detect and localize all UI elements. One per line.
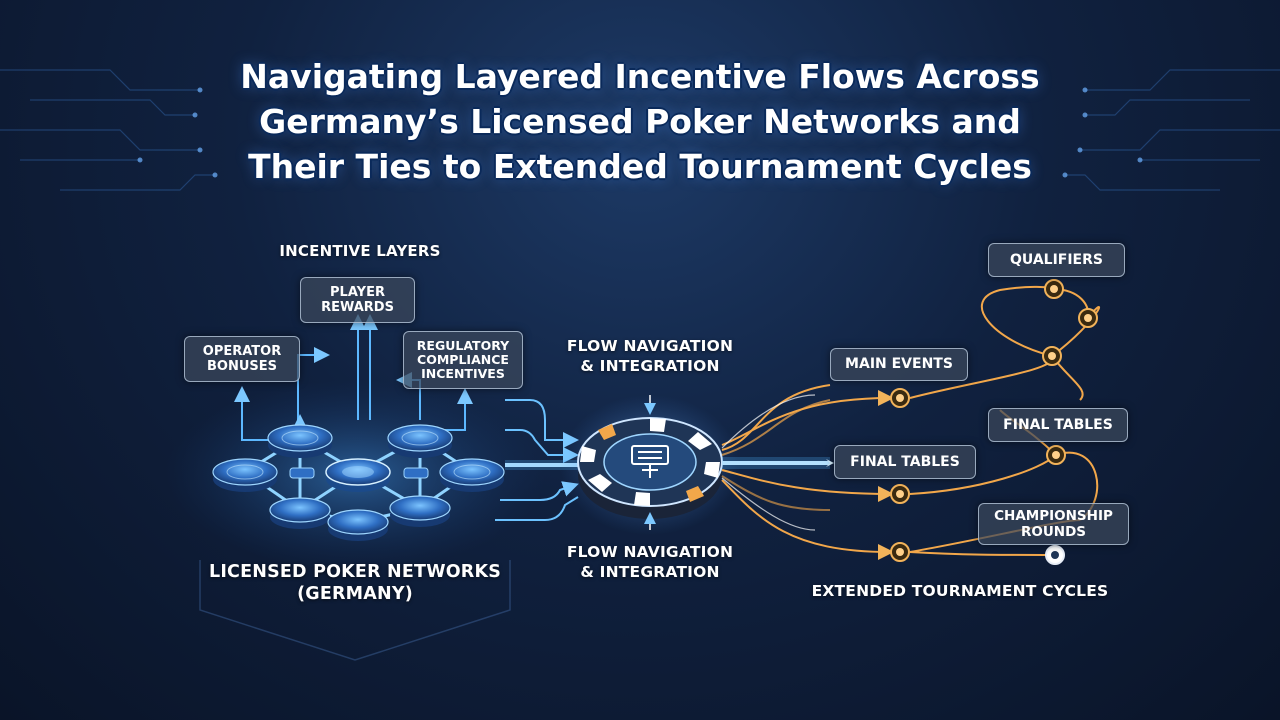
hub-label-line: FLOW NAVIGATION xyxy=(566,337,734,355)
incentive-arrows xyxy=(234,314,473,441)
circuit-dots xyxy=(137,87,1143,178)
tournament-node xyxy=(1042,346,1062,366)
tournament-node xyxy=(890,542,910,562)
box-line: CHAMPIONSHIP xyxy=(994,508,1113,524)
title-line: Germany’s Licensed Poker Networks and xyxy=(259,102,1021,141)
box-line: REWARDS xyxy=(321,300,394,315)
orange-flows xyxy=(721,285,1101,560)
network-chip-node xyxy=(269,497,331,529)
box-line: COMPLIANCE xyxy=(417,352,509,367)
tournament-cycles-label: EXTENDED TOURNAMENT CYCLES xyxy=(811,582,1109,600)
tournament-node xyxy=(1044,279,1064,299)
network-to-hub-flows xyxy=(495,399,579,521)
network-chip-node xyxy=(212,458,278,492)
title-line: Navigating Layered Incentive Flows Acros… xyxy=(240,57,1040,96)
box-line: INCENTIVES xyxy=(421,366,505,381)
tournament-node xyxy=(1045,545,1065,565)
tournament-node xyxy=(890,484,910,504)
white-flows xyxy=(721,394,816,531)
box-line: BONUSES xyxy=(206,359,277,374)
tournament-node xyxy=(1046,445,1066,465)
hub-label-line: & INTEGRATION xyxy=(580,563,720,581)
network-chip-node xyxy=(327,509,389,541)
box-line: PLAYER xyxy=(330,285,385,300)
tournament-node xyxy=(890,388,910,408)
network-chip-node xyxy=(325,458,391,492)
operator-bonuses-box: OPERATOR BONUSES xyxy=(184,336,300,382)
network-chip-node xyxy=(387,424,453,458)
final-tables-left-box: FINAL TABLES xyxy=(834,445,976,479)
poker-chip-hub xyxy=(560,395,740,535)
incentive-layers-heading: INCENTIVE LAYERS xyxy=(279,242,441,260)
hub-bottom-label: FLOW NAVIGATION & INTEGRATION xyxy=(545,542,755,582)
tournament-node xyxy=(1078,308,1098,328)
box-line: OPERATOR xyxy=(202,344,282,359)
player-rewards-box: PLAYER REWARDS xyxy=(300,277,415,323)
hub-label-line: FLOW NAVIGATION xyxy=(566,543,734,561)
box-line: REGULATORY xyxy=(416,338,510,353)
networks-label-line: (GERMANY) xyxy=(297,584,413,604)
network-chip-node xyxy=(439,458,505,492)
final-tables-right-box: FINAL TABLES xyxy=(988,408,1128,442)
title-line: Their Ties to Extended Tournament Cycles xyxy=(248,147,1032,186)
page-title: Navigating Layered Incentive Flows Acros… xyxy=(140,54,1140,189)
network-chips xyxy=(212,424,505,541)
box-line: ROUNDS xyxy=(1020,524,1087,540)
tournament-nodes xyxy=(890,279,1098,565)
hub-top-label: FLOW NAVIGATION & INTEGRATION xyxy=(545,336,755,376)
hub-label-line: & INTEGRATION xyxy=(580,357,720,375)
regulatory-compliance-box: REGULATORY COMPLIANCE INCENTIVES xyxy=(403,331,523,389)
main-events-box: MAIN EVENTS xyxy=(830,348,968,381)
championship-rounds-box: CHAMPIONSHIP ROUNDS xyxy=(978,503,1129,545)
network-chip-node xyxy=(267,424,333,458)
hub-stack-icon xyxy=(631,445,669,478)
network-chip-node xyxy=(389,495,451,527)
qualifiers-box: QUALIFIERS xyxy=(988,243,1125,277)
circuit-traces xyxy=(0,69,1280,191)
networks-label: LICENSED POKER NETWORKS (GERMANY) xyxy=(190,561,520,605)
network-shield-outline xyxy=(199,560,511,661)
networks-label-line: LICENSED POKER NETWORKS xyxy=(208,562,502,582)
